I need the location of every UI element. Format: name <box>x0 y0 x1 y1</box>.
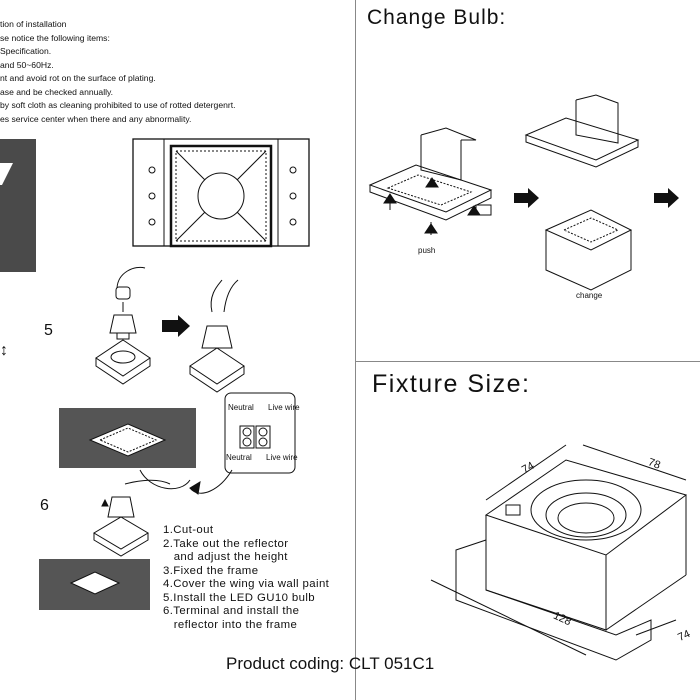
horizontal-divider <box>355 361 700 362</box>
arrow-right-icon <box>654 188 679 208</box>
note-line: Specification. <box>0 46 52 56</box>
bulb-removal-illustration <box>368 127 493 235</box>
wiring-terminal-illustration <box>139 392 296 495</box>
step-item: 3.Fixed the frame <box>163 564 259 577</box>
step-item: and adjust the height <box>163 551 288 563</box>
installation-illustrations <box>0 138 310 610</box>
arrow-right-icon <box>514 188 539 208</box>
height-adjust-arrow-icon: ↕ <box>0 342 8 359</box>
frame-top-view-illustration <box>132 138 310 248</box>
finished-ceiling-illustration <box>39 559 150 610</box>
note-line: by soft cloth as cleaning prohibited to … <box>0 100 236 110</box>
note-line: tion of installation <box>0 19 67 29</box>
step-item: 1.Cut-out <box>163 524 214 536</box>
step-item: 4.Cover the wing via wall paint <box>163 578 330 590</box>
note-line: and 50~60Hz. <box>0 59 54 70</box>
installation-steps: 1.Cut-out 2.Take out the reflector and a… <box>163 524 329 632</box>
note-line: nt and avoid rot on the surface of plati… <box>0 73 156 83</box>
neutral-label-top: Neutral <box>228 403 254 412</box>
note-line: se notice the following items: <box>0 32 110 43</box>
live-wire-label-bottom: Live wire <box>266 453 298 462</box>
note-line: es service center when there and any abn… <box>0 113 192 124</box>
step-item: reflector into the frame <box>163 618 298 631</box>
ceiling-mount-illustration <box>59 408 196 468</box>
step6-bulb-illustration <box>93 479 171 557</box>
step-item: 6.Terminal and install the <box>163 605 300 617</box>
step-item: 2.Take out the reflector <box>163 537 289 550</box>
step-item: 5.Install the LED GU10 bulb <box>163 591 315 604</box>
step5-label: 5 <box>44 322 53 339</box>
live-wire-label-top: Live wire <box>268 403 300 412</box>
ceiling-cutout-illustration <box>0 139 36 272</box>
step5-bulb-illustration <box>95 266 151 385</box>
arrow-right-icon <box>162 315 190 337</box>
reflector-removed-illustration <box>524 94 640 291</box>
product-coding: Product coding: CLT 051C1 <box>226 654 435 673</box>
vertical-divider <box>355 0 356 700</box>
step5-installed-illustration <box>189 279 245 393</box>
installation-notes: tion of installation se notice the follo… <box>0 18 236 126</box>
change-label: change <box>576 291 603 300</box>
push-label: push <box>418 246 436 255</box>
fixture-dimension-drawing <box>430 444 688 661</box>
step6-label: 6 <box>40 497 49 514</box>
neutral-label-bottom: Neutral <box>226 453 252 462</box>
note-line: ase and be checked annually. <box>0 86 114 97</box>
fixture-size-title: Fixture Size: <box>372 370 531 398</box>
change-bulb-illustrations <box>368 94 679 291</box>
change-bulb-title: Change Bulb: <box>367 6 507 29</box>
